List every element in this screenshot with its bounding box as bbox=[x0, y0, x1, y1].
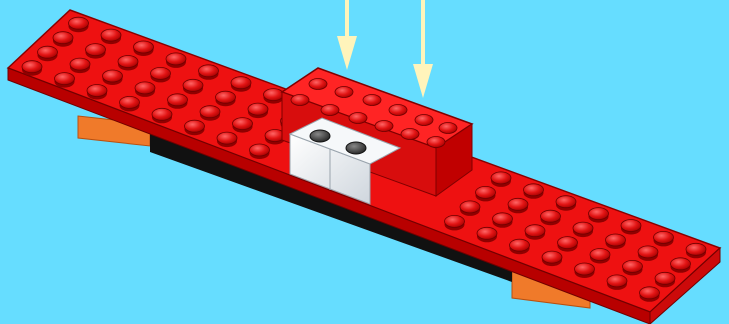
stud bbox=[590, 249, 610, 261]
stud bbox=[185, 120, 205, 132]
stud bbox=[250, 144, 270, 156]
raised-stud bbox=[389, 105, 407, 116]
translucent-stud bbox=[310, 130, 330, 142]
stud bbox=[491, 172, 511, 184]
raised-stud bbox=[321, 105, 339, 116]
stud bbox=[87, 85, 107, 97]
stud bbox=[134, 41, 154, 53]
stud bbox=[445, 215, 465, 227]
stud bbox=[248, 103, 268, 115]
stud bbox=[476, 186, 496, 198]
stud bbox=[118, 56, 138, 68]
stud bbox=[621, 220, 641, 232]
stud bbox=[525, 225, 545, 237]
raised-stud bbox=[349, 113, 367, 124]
stud bbox=[200, 106, 220, 118]
stud bbox=[460, 201, 480, 213]
stud bbox=[524, 184, 544, 196]
stud bbox=[233, 118, 253, 130]
raised-stud bbox=[375, 121, 393, 132]
stud bbox=[264, 89, 284, 101]
stud bbox=[183, 79, 203, 91]
raised-stud bbox=[363, 95, 381, 106]
stud bbox=[638, 246, 658, 258]
stud bbox=[508, 198, 528, 210]
stud bbox=[589, 208, 609, 220]
stud bbox=[558, 237, 578, 249]
stud bbox=[53, 32, 73, 44]
stud bbox=[55, 73, 75, 85]
stud bbox=[640, 287, 660, 299]
stud bbox=[135, 82, 155, 94]
stud bbox=[654, 231, 674, 243]
stud bbox=[556, 196, 576, 208]
raised-stud bbox=[427, 137, 445, 148]
stud bbox=[120, 96, 140, 108]
stud bbox=[510, 239, 530, 251]
stud bbox=[671, 258, 691, 270]
stud bbox=[606, 234, 626, 246]
stud bbox=[541, 210, 561, 222]
raised-stud bbox=[291, 95, 309, 106]
raised-stud bbox=[335, 87, 353, 98]
stud bbox=[103, 70, 123, 82]
stud bbox=[151, 67, 171, 79]
stud bbox=[575, 263, 595, 275]
stud bbox=[542, 251, 562, 263]
raised-stud bbox=[439, 123, 457, 134]
stud bbox=[623, 260, 643, 272]
stud bbox=[493, 213, 513, 225]
raised-stud bbox=[401, 129, 419, 140]
stud bbox=[38, 46, 58, 58]
stud bbox=[217, 132, 237, 144]
stud bbox=[199, 65, 219, 77]
stud bbox=[70, 58, 90, 70]
stud bbox=[168, 94, 188, 106]
raised-stud bbox=[415, 115, 433, 126]
stud bbox=[231, 77, 251, 89]
translucent-stud bbox=[346, 142, 366, 154]
stud bbox=[166, 53, 186, 65]
stud bbox=[86, 44, 106, 56]
stud bbox=[477, 227, 497, 239]
stud bbox=[686, 243, 706, 255]
stud bbox=[655, 272, 675, 284]
stud bbox=[22, 61, 42, 73]
stud bbox=[101, 29, 121, 41]
stud bbox=[216, 91, 236, 103]
stud bbox=[152, 108, 172, 120]
stud bbox=[607, 275, 627, 287]
stud bbox=[573, 222, 593, 234]
raised-stud bbox=[309, 79, 327, 90]
stud bbox=[69, 17, 89, 29]
